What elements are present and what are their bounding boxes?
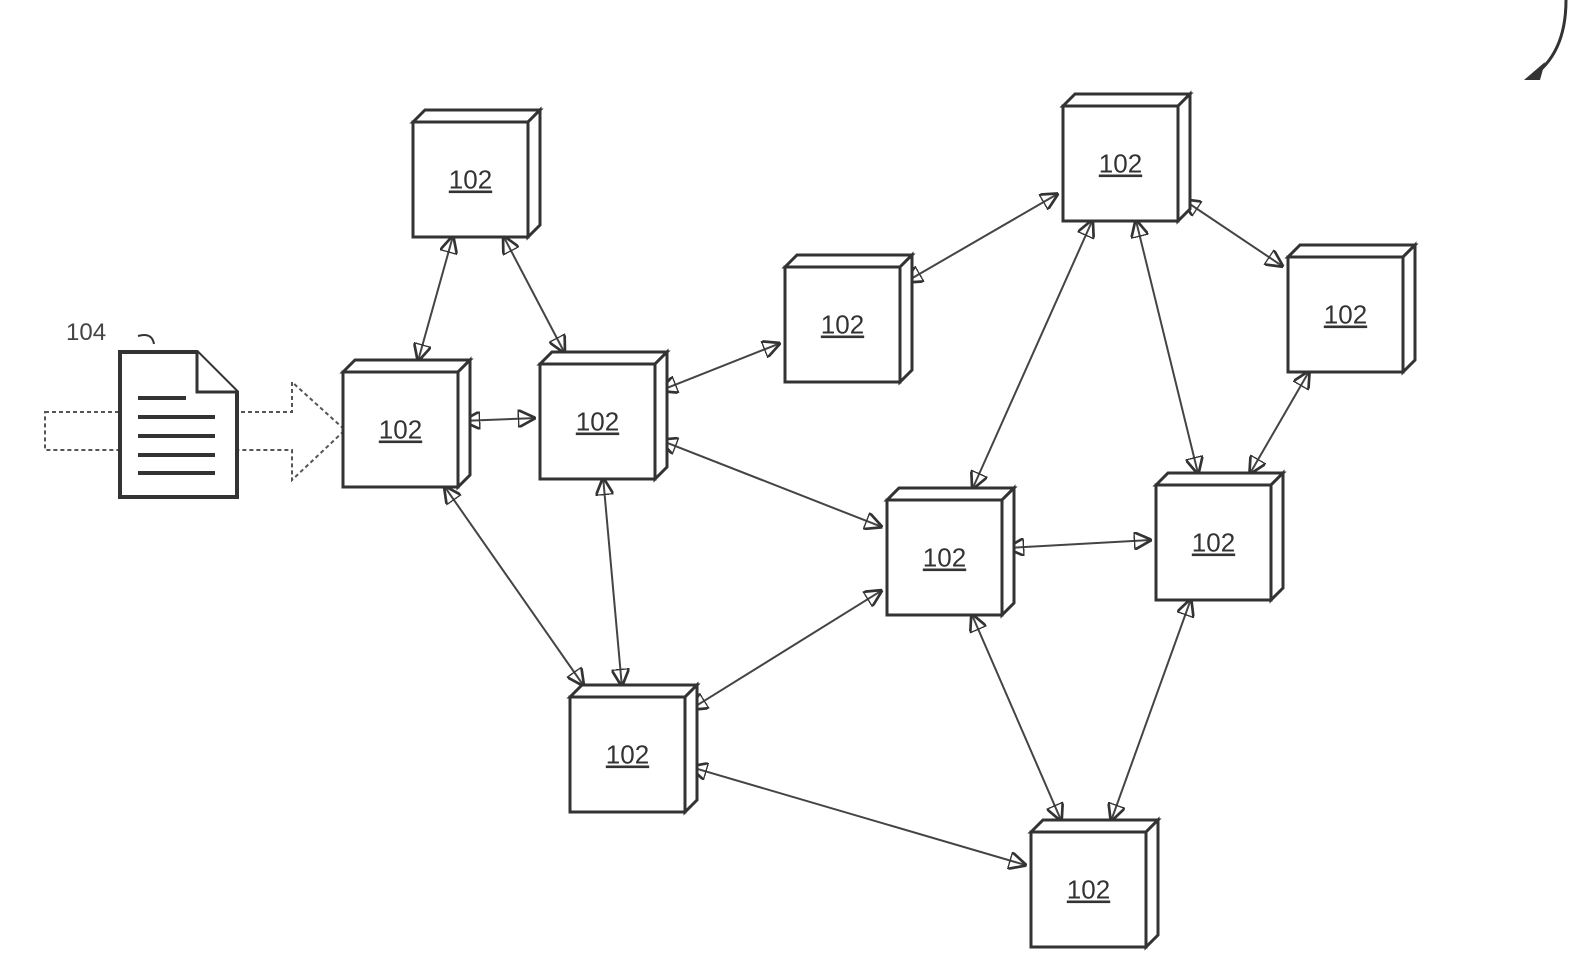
edge-n6-n7 (973, 221, 1092, 488)
node-label: 102 (1067, 875, 1110, 905)
node-box: 102 (1027, 816, 1162, 951)
edge-n7-n8 (1008, 540, 1150, 548)
node-box: 102 (536, 348, 671, 483)
node-box: 102 (1059, 90, 1194, 225)
node-label: 102 (923, 543, 966, 573)
edge-n4-n7 (691, 591, 881, 709)
node-label: 102 (606, 740, 649, 770)
figure-ref-arrow (1529, 0, 1568, 80)
input-arrow (44, 379, 347, 483)
edge-n1-n3 (504, 237, 564, 352)
node-box: 102 (1284, 241, 1419, 376)
node-label: 102 (1099, 149, 1142, 179)
nodes: 102 102 102 102 102 102 102 102 102 102 (339, 90, 1419, 951)
node-label: 102 (1324, 300, 1367, 330)
edge-n7-n10 (972, 615, 1061, 820)
edge-n3-n7 (661, 440, 881, 526)
edge-n6-n5 (906, 194, 1057, 281)
document-ref-label: 104 (66, 319, 106, 346)
node-box: 102 (339, 356, 474, 491)
node-box: 102 (409, 106, 544, 241)
node-label: 102 (449, 165, 492, 195)
node-label: 102 (379, 415, 422, 445)
edge-n9-n8 (1250, 372, 1308, 473)
edge-n3-n5 (661, 344, 779, 391)
edge-n2-n3 (464, 418, 534, 421)
node-label: 102 (1192, 528, 1235, 558)
node-label: 102 (576, 407, 619, 437)
document-icon (118, 334, 239, 499)
node-box: 102 (781, 251, 916, 386)
node-box: 102 (1152, 469, 1287, 604)
edge-n4-n10 (691, 767, 1025, 865)
edge-n6-n8 (1136, 221, 1198, 473)
edge-n3-n4 (603, 479, 622, 685)
node-box: 102 (883, 484, 1018, 619)
edge-n9-n6 (1184, 200, 1282, 266)
edge-n2-n4 (445, 487, 583, 685)
node-box: 102 (566, 681, 701, 816)
edges (418, 194, 1308, 865)
edge-n8-n10 (1111, 600, 1190, 820)
node-label: 102 (821, 310, 864, 340)
edge-n1-n2 (418, 237, 452, 360)
